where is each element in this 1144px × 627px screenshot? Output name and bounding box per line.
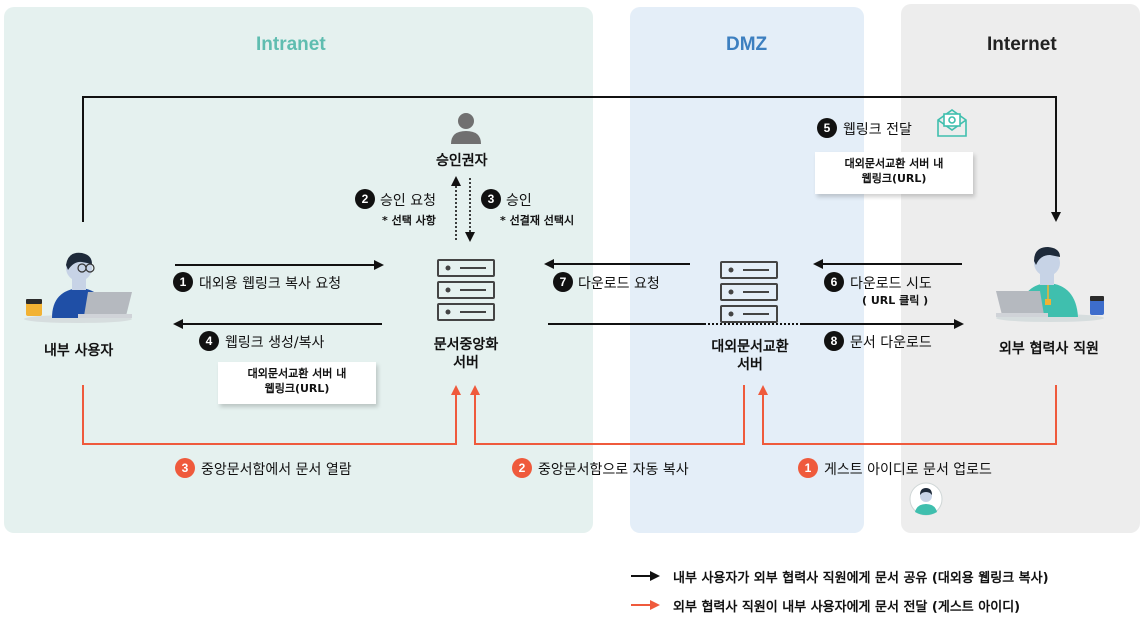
link-delivery-line (82, 96, 1061, 222)
step-2-note: * 선택 사항 (382, 214, 436, 227)
weblink-note-left-line1: 대외문서교환 서버 내 (247, 367, 347, 380)
step-3-badge: 3 (481, 189, 501, 209)
exchange-server-label: 대외문서교환 서버 (700, 338, 800, 374)
step-4-badge: 4 (199, 331, 219, 351)
step-2-label: 승인 요청 (380, 193, 436, 209)
weblink-note-right-line2: 웹링크(URL) (861, 172, 927, 185)
internal-user-illustration (24, 252, 132, 323)
step-5-badge: 5 (817, 118, 837, 138)
intranet-title: Intranet (256, 34, 326, 55)
orange-step-3-label: 중앙문서함에서 문서 열람 (201, 462, 352, 478)
external-staff-label: 외부 협력사 직원 (999, 341, 1099, 357)
orange-step-2-label: 중앙문서함으로 자동 복사 (538, 462, 689, 478)
person-icon (451, 113, 481, 144)
step-1-label: 대외용 웹링크 복사 요청 (199, 276, 342, 292)
approver-label: 승인권자 (436, 153, 488, 169)
step-2-badge: 2 (355, 189, 375, 209)
external-staff-illustration (996, 247, 1104, 322)
step-4-label: 웹링크 생성/복사 (225, 335, 325, 351)
step-3-label: 승인 (506, 193, 532, 209)
central-server-label: 문서중앙화 서버 (420, 336, 512, 372)
email-icon (937, 109, 967, 137)
step-6-note: ( URL 클릭 ) (862, 294, 929, 307)
central-server-line1: 문서중앙화 (433, 337, 499, 353)
exchange-server-line1: 대외문서교환 (711, 339, 789, 355)
step-5-label: 웹링크 전달 (843, 122, 912, 138)
step-7-label: 다운로드 요청 (578, 276, 660, 292)
orange-step-2-badge: 2 (512, 458, 532, 478)
step-6-label: 다운로드 시도 (850, 276, 932, 292)
step-8-badge: 8 (824, 331, 844, 351)
exchange-server-line2: 서버 (737, 357, 763, 373)
legend-black-label: 내부 사용자가 외부 협력사 직원에게 문서 공유 (대외용 웹링크 복사) (673, 571, 1049, 586)
orange-autocopy-line (470, 385, 745, 445)
weblink-note-left: 대외문서교환 서버 내 웹링크(URL) (218, 362, 376, 404)
internal-user-label: 내부 사용자 (44, 343, 114, 359)
step-6-badge: 6 (824, 272, 844, 292)
orange-view-line (82, 385, 461, 445)
orange-step-3-badge: 3 (175, 458, 195, 478)
step-7-badge: 7 (553, 272, 573, 292)
orange-upload-line (758, 385, 1057, 445)
weblink-note-right-line1: 대외문서교환 서버 내 (844, 157, 944, 170)
step-8-label: 문서 다운로드 (850, 335, 932, 351)
server-icon (720, 261, 778, 323)
orange-step-1-badge: 1 (798, 458, 818, 478)
step-3-note: * 선결재 선택시 (500, 214, 575, 227)
central-server-line2: 서버 (453, 355, 479, 371)
legend-orange-label: 외부 협력사 직원이 내부 사용자에게 문서 전달 (게스트 아이디) (673, 600, 1021, 615)
guest-avatar-icon (909, 482, 943, 516)
dmz-title: DMZ (726, 34, 768, 55)
step-1-badge: 1 (173, 272, 193, 292)
internet-title: Internet (987, 34, 1057, 55)
orange-step-1-label: 게스트 아이디로 문서 업로드 (824, 462, 992, 478)
weblink-note-right: 대외문서교환 서버 내 웹링크(URL) (815, 152, 973, 194)
server-icon (437, 259, 495, 321)
weblink-note-left-line2: 웹링크(URL) (264, 382, 330, 395)
